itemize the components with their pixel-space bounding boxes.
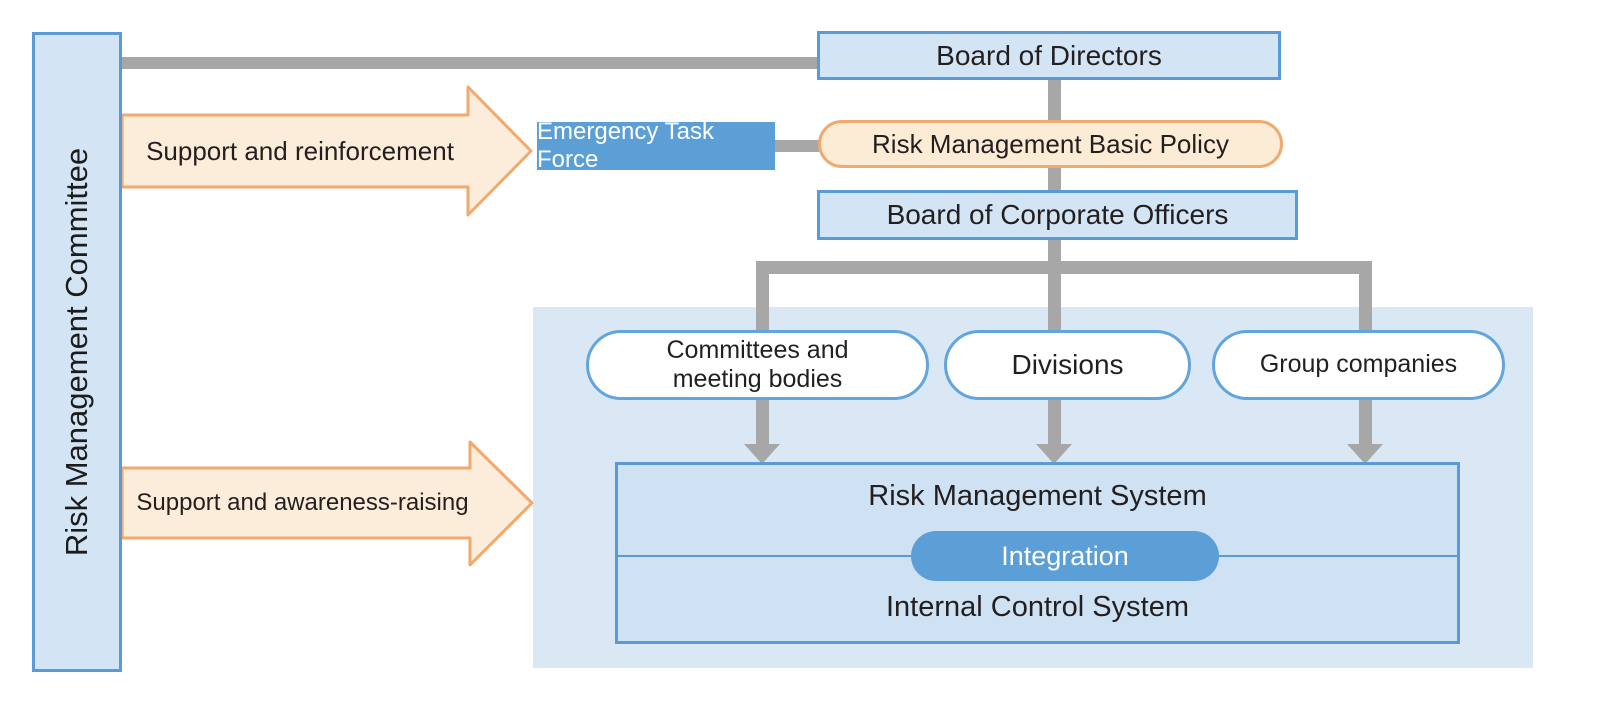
integration-pill: Integration (911, 531, 1219, 581)
down-arrow-icon-divisions (1036, 444, 1072, 464)
connector-branch-left-drop (756, 261, 769, 331)
connector-committee-to-board (120, 57, 820, 69)
risk-management-system-label: Risk Management System (868, 479, 1207, 512)
board-of-directors-box: Board of Directors (817, 31, 1281, 80)
down-arrow-stem-divisions (1048, 399, 1061, 446)
support-reinforcement-arrow-icon (122, 85, 533, 217)
emergency-task-force-box: Emergency Task Force (537, 118, 775, 173)
internal-control-system-label: Internal Control System (885, 590, 1189, 623)
board-of-corporate-officers-box: Board of Corporate Officers (817, 190, 1298, 240)
down-arrow-stem-group-companies (1359, 399, 1372, 446)
connector-taskforce-to-policy (773, 140, 821, 152)
divisions-pill: Divisions (944, 330, 1191, 400)
support-reinforcement-label: Support and reinforcement (146, 135, 454, 166)
connector-branch-horizontal (756, 261, 1372, 274)
connector-branch-right-drop (1359, 261, 1372, 331)
down-arrow-icon-group-companies (1347, 444, 1383, 464)
committees-meeting-bodies-pill: Committees and meeting bodies (586, 330, 929, 400)
risk-management-basic-policy-pill: Risk Management Basic Policy (818, 120, 1283, 168)
down-arrow-icon-committees (744, 444, 780, 464)
system-box: Risk Management System Integration Inter… (615, 462, 1460, 644)
risk-management-committee-bar (32, 32, 122, 672)
risk-management-committee-label: Risk Management Committee (59, 147, 94, 557)
support-awareness-arrow-icon (122, 440, 534, 567)
support-awareness-label: Support and awareness-raising (136, 489, 469, 516)
down-arrow-stem-committees (756, 399, 769, 446)
group-companies-pill: Group companies (1212, 330, 1505, 400)
connector-officers-down (1048, 239, 1061, 331)
